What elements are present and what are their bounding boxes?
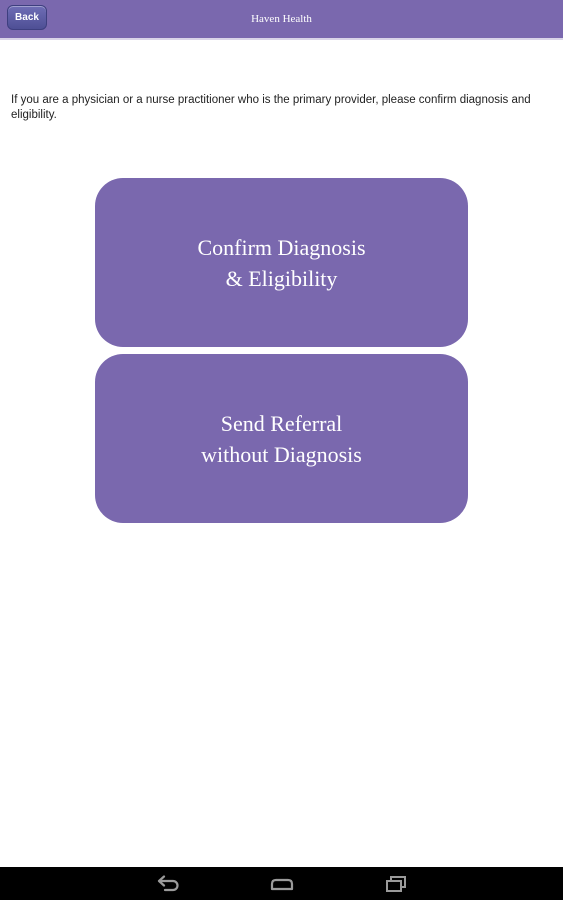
recents-icon[interactable] [376, 867, 416, 900]
confirm-diagnosis-button[interactable]: Confirm Diagnosis & Eligibility [95, 178, 468, 347]
system-nav-bar [0, 867, 563, 900]
home-icon[interactable] [262, 867, 302, 900]
send-referral-button[interactable]: Send Referral without Diagnosis [95, 354, 468, 523]
back-button[interactable]: Back [7, 5, 47, 30]
instructions-text: If you are a physician or a nurse practi… [11, 94, 531, 121]
back-icon[interactable] [148, 867, 188, 900]
send-referral-label-line2: without Diagnosis [201, 441, 362, 467]
header-title: Haven Health [251, 13, 312, 25]
confirm-diagnosis-label-line1: Confirm Diagnosis [197, 234, 366, 260]
send-referral-label-line1: Send Referral [220, 410, 343, 436]
app-header: Haven Health Back [0, 0, 563, 38]
header-divider [0, 38, 563, 40]
confirm-diagnosis-label-line2: & Eligibility [225, 265, 338, 291]
